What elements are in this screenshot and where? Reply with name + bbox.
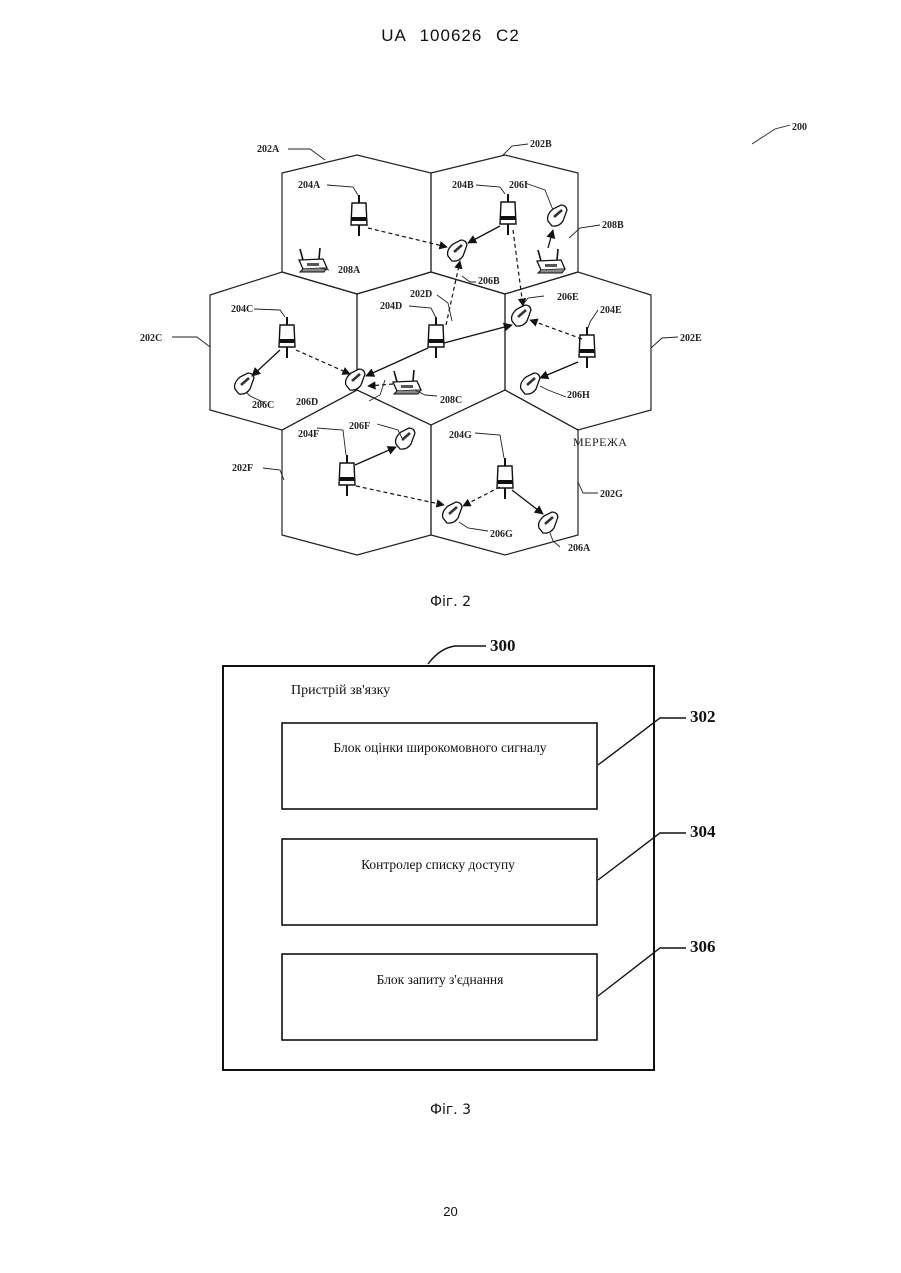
label-206F: 206F bbox=[349, 421, 370, 432]
label-204B: 204B bbox=[452, 180, 474, 191]
phone-206E-icon bbox=[512, 305, 531, 326]
label-206B: 206B bbox=[478, 276, 500, 287]
page-number: 20 bbox=[0, 1204, 901, 1219]
label-208B: 208B bbox=[602, 220, 624, 231]
label-204F: 204F bbox=[298, 429, 319, 440]
label-204E: 204E bbox=[600, 305, 622, 316]
label-206I: 206I bbox=[509, 180, 528, 191]
block-302-leader bbox=[598, 718, 686, 765]
device-title: Пристрій зв'язку bbox=[291, 683, 390, 698]
label-208A: 208A bbox=[338, 265, 361, 276]
label-202D: 202D bbox=[410, 289, 432, 300]
phone-206I-icon bbox=[548, 205, 567, 226]
label-208C: 208C bbox=[440, 395, 462, 406]
phone-206G-icon bbox=[443, 502, 462, 523]
figure-2-network-diagram: 200 202A 202B 202C 202D 202E 202F 202G 2… bbox=[0, 0, 901, 600]
phone-206D-icon bbox=[346, 369, 365, 390]
access-point-208B-icon bbox=[537, 249, 565, 273]
figure-3-caption: Фіг. 3 bbox=[0, 1102, 901, 1118]
block-302-box bbox=[282, 723, 597, 809]
base-station-204C-icon bbox=[279, 317, 295, 358]
network-label: МЕРЕЖА bbox=[573, 435, 627, 449]
ref-200: 200 bbox=[792, 122, 807, 133]
phone-206H-icon bbox=[521, 373, 540, 394]
block-306-ref: 306 bbox=[690, 937, 716, 956]
label-204A: 204A bbox=[298, 180, 321, 191]
block-306-box bbox=[282, 954, 597, 1040]
base-station-204E-icon bbox=[579, 327, 595, 368]
label-206D: 206D bbox=[296, 397, 318, 408]
label-206A: 206A bbox=[568, 543, 591, 554]
phone-206C-icon bbox=[235, 373, 254, 394]
base-station-204D-icon bbox=[428, 317, 444, 358]
label-202E: 202E bbox=[680, 333, 702, 344]
block-304-ref: 304 bbox=[690, 822, 716, 841]
phone-206B-icon bbox=[448, 240, 467, 261]
label-202B: 202B bbox=[530, 139, 552, 150]
block-304-box bbox=[282, 839, 597, 925]
label-206G: 206G bbox=[490, 529, 513, 540]
figure-2-caption: Фіг. 2 bbox=[0, 594, 901, 610]
label-206H: 206H bbox=[567, 390, 590, 401]
label-204D: 204D bbox=[380, 301, 402, 312]
device-300-leader bbox=[428, 646, 486, 664]
label-202A: 202A bbox=[257, 144, 280, 155]
block-304-label: Контролер списку доступу bbox=[361, 857, 515, 872]
cell-202F bbox=[282, 390, 431, 555]
label-204G: 204G bbox=[449, 430, 472, 441]
block-302-label: Блок оцінки широкомовного сигналу bbox=[333, 740, 546, 755]
device-300-box bbox=[223, 666, 654, 1070]
base-station-204G-icon bbox=[497, 458, 513, 499]
base-station-204B-icon bbox=[500, 194, 516, 235]
block-306-leader bbox=[598, 948, 686, 996]
block-304-leader bbox=[598, 833, 686, 880]
block-302-ref: 302 bbox=[690, 707, 716, 726]
cell-202C bbox=[210, 272, 357, 430]
base-station-204A-icon bbox=[351, 195, 367, 236]
block-306-label: Блок запиту з'єднання bbox=[377, 972, 504, 987]
label-204C: 204C bbox=[231, 304, 253, 315]
device-300-ref: 300 bbox=[490, 636, 516, 655]
label-202C: 202C bbox=[140, 333, 162, 344]
label-202F: 202F bbox=[232, 463, 253, 474]
label-206C: 206C bbox=[252, 400, 274, 411]
base-station-204F-icon bbox=[339, 455, 355, 496]
phone-206A-icon bbox=[539, 512, 558, 533]
label-202G: 202G bbox=[600, 489, 623, 500]
label-206E: 206E bbox=[557, 292, 579, 303]
